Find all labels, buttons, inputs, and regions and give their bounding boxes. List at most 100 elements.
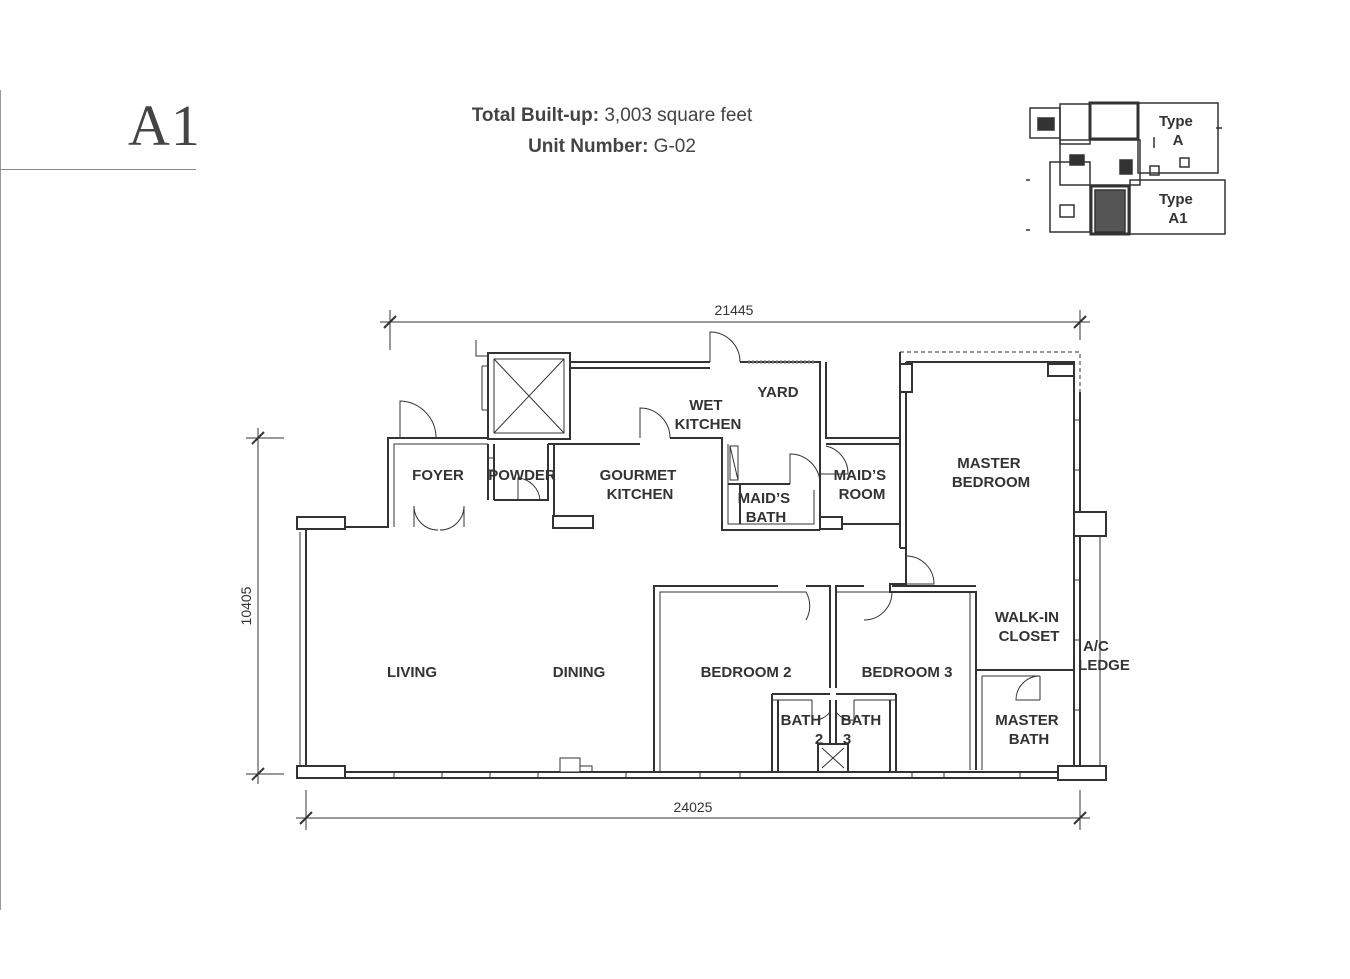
room-maids-bath-line2: BATH — [746, 509, 787, 526]
key-plan-type-a1-outline — [1089, 184, 1131, 236]
unit-number-value: G-02 — [653, 136, 696, 157]
key-plan-stair — [1094, 189, 1126, 233]
key-plan-void — [1149, 165, 1160, 176]
shelf — [729, 445, 739, 481]
wall-powder-west — [487, 444, 495, 500]
door-master-bedroom — [905, 555, 935, 585]
room-powder-line: POWDER — [488, 467, 556, 484]
shelf — [729, 445, 739, 481]
wall-powder-south — [494, 444, 549, 501]
doors — [399, 331, 1041, 721]
unit-number-label: Unit Number: — [528, 136, 649, 157]
wall-yard-north-east — [740, 361, 821, 458]
unit-info: Total Built-up: 3,003 square feet Unit N… — [400, 100, 824, 162]
room-wet-kitchen-line2: KITCHEN — [675, 416, 742, 433]
room-bedroom2-label: BEDROOM 2 — [701, 664, 792, 681]
lift-cross — [493, 358, 565, 434]
room-living-label: LIVING — [387, 664, 437, 681]
balcony-outline — [900, 351, 1081, 774]
wall-kitchen-north — [548, 443, 640, 516]
built-up-value: 3,003 square feet — [604, 105, 753, 126]
wall-foyer-north-inner — [393, 443, 488, 527]
door-entrance-right — [439, 505, 465, 531]
key-plan-type-a-wing — [1137, 102, 1219, 174]
column — [580, 765, 593, 772]
room-master-bedroom-line2: BEDROOM — [952, 474, 1030, 491]
door-maids-room — [820, 445, 849, 475]
door-maids-bath — [789, 453, 821, 485]
wall-bedroom2 — [653, 585, 831, 772]
room-bedroom3-label: BEDROOM 3 — [862, 664, 953, 681]
wall-maids-room — [819, 352, 901, 530]
built-up-label: Total Built-up: — [471, 105, 600, 126]
door-bath2 — [811, 700, 831, 721]
door-wet-kitchen — [639, 407, 671, 439]
wall-wet-kitchen-north — [570, 361, 710, 369]
room-gourmet-kitchen-line1: GOURMET — [600, 467, 677, 484]
lift-car — [493, 358, 565, 434]
column — [559, 757, 581, 773]
wall-master-east — [1073, 392, 1081, 512]
page-edge-line — [0, 90, 1, 910]
key-plan-block — [1059, 103, 1091, 145]
unit-number-row: Unit Number: G-02 — [400, 131, 824, 162]
door-master-bath — [1015, 675, 1041, 701]
wall-master-bath-inner — [982, 675, 1041, 700]
column — [819, 516, 843, 530]
key-plan-void — [1059, 204, 1075, 218]
room-master-bedroom-label: MASTER BEDROOM — [952, 455, 1030, 491]
column — [296, 765, 346, 779]
key-plan-type-a-line1: Type — [1159, 113, 1193, 130]
column — [1073, 511, 1107, 537]
wall-maids-room-south — [842, 523, 901, 548]
floor-plan-walls — [296, 340, 1107, 781]
dimension-tick — [383, 315, 397, 329]
room-bath3-line1: BATH — [841, 712, 882, 729]
wall-bath3-east — [889, 694, 897, 772]
room-master-bath-label: MASTER BATH — [995, 712, 1063, 748]
door-bath3 — [835, 700, 855, 721]
door-bedroom3 — [863, 591, 893, 621]
room-foyer-line: FOYER — [412, 467, 464, 484]
room-maids-bath-label: MAID’S BATH — [738, 490, 795, 526]
column — [552, 515, 594, 529]
wall-foyer-north — [345, 437, 488, 528]
dimension-tick — [251, 431, 265, 445]
wall-corridor — [889, 547, 977, 770]
key-plan-label-bg — [1155, 110, 1203, 150]
door-bedroom2 — [778, 591, 811, 621]
room-yard-line: YARD — [757, 384, 798, 401]
wall-powder-west — [488, 457, 494, 471]
room-bath2-line2: 2 — [815, 731, 823, 748]
room-ac-ledge-line1: A/C — [1083, 638, 1109, 655]
room-master-bath-line1: MASTER — [995, 712, 1059, 729]
room-bath2-line1: BATH — [781, 712, 822, 729]
lift-wall-stub — [475, 340, 488, 357]
door-foyer-closet — [399, 400, 437, 439]
room-master-bath-line2: BATH — [1009, 731, 1050, 748]
wall-bath-divider — [829, 700, 837, 744]
room-foyer-label: FOYER — [412, 467, 464, 484]
room-master-bedroom-line1: MASTER — [957, 455, 1021, 472]
built-up-row: Total Built-up: 3,003 square feet — [400, 100, 824, 131]
dimension-tick — [251, 767, 265, 781]
wall-master-north — [906, 361, 1075, 392]
column — [1047, 363, 1075, 377]
room-living-line: LIVING — [387, 664, 437, 681]
key-plan-type-a1-wing — [1129, 179, 1226, 235]
room-bedroom3-line: BEDROOM 3 — [862, 664, 953, 681]
wall-wet-kitchen-south — [670, 437, 820, 531]
lift-shaft — [487, 352, 571, 440]
column — [1057, 765, 1107, 781]
wall-south-facade — [345, 771, 1058, 779]
dimension-tick — [1073, 315, 1087, 329]
dimension-lines — [246, 310, 1090, 830]
unit-type-heading: A1 — [128, 93, 201, 158]
room-dining-label: DINING — [553, 664, 606, 681]
key-plan-core — [1119, 159, 1133, 175]
column — [296, 516, 346, 530]
wall-bedroom3-inner — [836, 591, 971, 770]
dimension-tick — [1073, 811, 1087, 825]
wall-ledge-west — [1073, 536, 1081, 770]
room-maids-bath-line1: MAID’S — [738, 490, 791, 507]
